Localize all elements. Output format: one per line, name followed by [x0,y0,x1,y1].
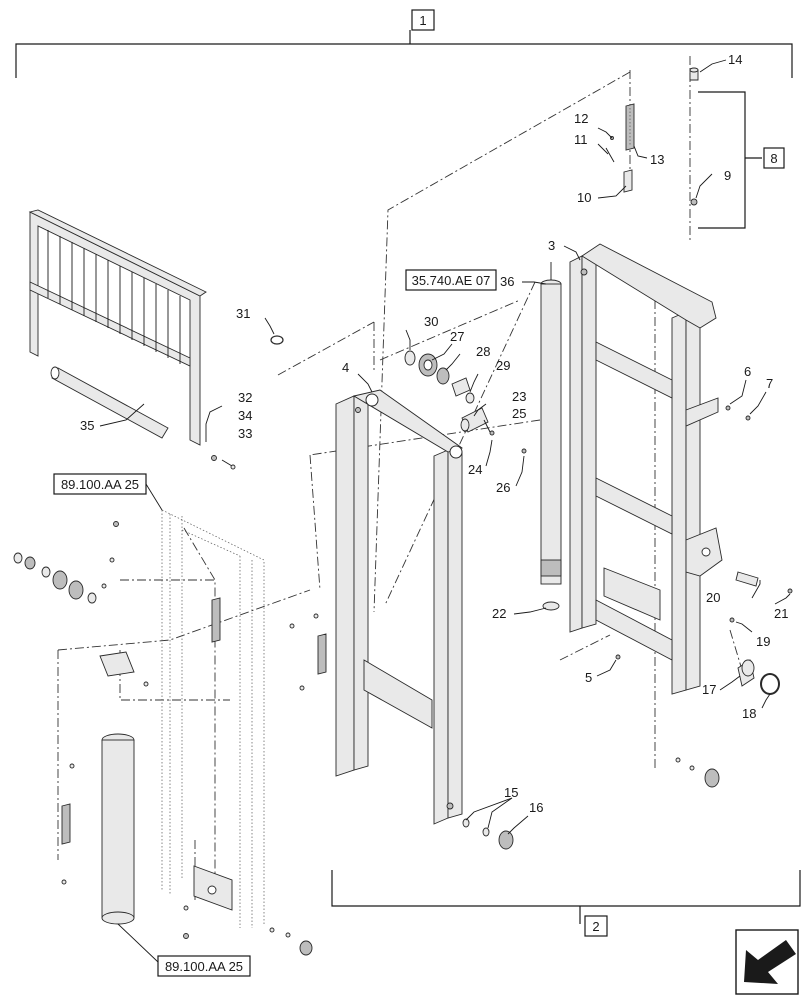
reference-box-top[interactable]: 35.740.AE 07 [405,269,497,291]
callout-34[interactable]: 34 [238,408,252,423]
callout-23[interactable]: 23 [512,389,526,404]
callout-31[interactable]: 31 [236,306,250,321]
inner-mast-4[interactable] [335,389,464,825]
callout-box-2[interactable]: 2 [584,915,608,937]
bearing-30[interactable] [404,350,416,366]
callout-35[interactable]: 35 [80,418,94,433]
outer-mast-3[interactable] [569,243,723,695]
arrow-icon[interactable] [735,929,799,995]
hydraulic-cylinder-left[interactable] [99,651,135,925]
callout-14[interactable]: 14 [728,52,742,67]
reference-box-left-upper[interactable]: 89.100.AA 25 [53,473,163,511]
lift-cylinder-36[interactable] [540,262,562,611]
nut-9[interactable] [690,198,698,206]
chain-left-segments[interactable] [61,597,327,845]
callout-22[interactable]: 22 [492,606,506,621]
snap-ring-18[interactable] [760,673,780,695]
cross-bar-rod[interactable] [50,366,169,439]
callout-33[interactable]: 33 [238,426,252,441]
callout-36[interactable]: 36 [500,274,514,289]
callout-24[interactable]: 24 [468,462,482,477]
callout-30[interactable]: 30 [424,314,438,329]
reference-top-label: 35.740.AE 07 [412,273,491,288]
chain-13[interactable] [625,103,635,151]
reference-box-left-lower[interactable]: 89.100.AA 25 [117,923,251,977]
reference-left-upper-label: 89.100.AA 25 [61,477,139,492]
assembly-phantom-lines [57,56,746,900]
callout-28[interactable]: 28 [476,344,490,359]
spacer-29[interactable] [451,377,475,404]
callout-6[interactable]: 6 [744,364,751,379]
callout-12[interactable]: 12 [574,111,588,126]
callout-5[interactable]: 5 [585,670,592,685]
callout-26[interactable]: 26 [496,480,510,495]
callout-2-label: 2 [592,919,599,934]
callout-9[interactable]: 9 [724,168,731,183]
bushing-17[interactable] [737,659,755,687]
callout-25[interactable]: 25 [512,406,526,421]
washer-15[interactable] [462,818,490,837]
callout-16[interactable]: 16 [529,800,543,815]
callout-8-label: 8 [770,151,777,166]
callout-labels: 3 4 5 6 7 9 10 11 12 13 14 15 16 17 18 1… [80,52,788,815]
assembly-bracket-1 [15,30,793,78]
callout-15[interactable]: 15 [504,785,518,800]
callout-3[interactable]: 3 [548,238,555,253]
callout-19[interactable]: 19 [756,634,770,649]
callout-27[interactable]: 27 [450,329,464,344]
callout-11[interactable]: 11 [574,132,588,147]
callout-7[interactable]: 7 [766,376,773,391]
leader-lines [99,59,791,835]
carriage-assembly-left[interactable] [161,509,265,928]
pulley-stack-left[interactable] [13,552,97,604]
fastener-small-left[interactable] [61,521,319,956]
pin-20[interactable] [735,571,759,587]
roller-23[interactable] [460,407,489,433]
pulley-27[interactable] [418,353,438,377]
pulley-16[interactable] [498,830,514,850]
bolt-33-34[interactable] [211,455,236,470]
assembly-bracket-8 [698,91,762,229]
callout-13[interactable]: 13 [650,152,664,167]
callout-17[interactable]: 17 [702,682,716,697]
load-backrest-grille[interactable] [28,209,207,446]
bearing-28[interactable] [436,367,450,385]
bolt-6-7[interactable] [725,405,751,421]
cap-14[interactable] [689,67,699,81]
pin-5[interactable] [615,654,621,660]
reference-left-lower-label: 89.100.AA 25 [165,959,243,974]
pin-24-25-26[interactable] [489,430,527,454]
callout-18[interactable]: 18 [742,706,756,721]
callout-box-1[interactable]: 1 [411,9,435,31]
mast-base-pulley[interactable] [675,757,720,788]
callout-1-label: 1 [419,13,426,28]
callout-4[interactable]: 4 [342,360,349,375]
o-ring-31[interactable] [270,335,284,345]
callout-box-8[interactable]: 8 [763,147,785,169]
callout-21[interactable]: 21 [774,606,788,621]
assembly-bracket-2 [331,870,801,924]
bolt-19-21[interactable] [729,588,793,623]
callout-32[interactable]: 32 [238,390,252,405]
callout-20[interactable]: 20 [706,590,720,605]
callout-10[interactable]: 10 [577,190,591,205]
callout-29[interactable]: 29 [496,358,510,373]
